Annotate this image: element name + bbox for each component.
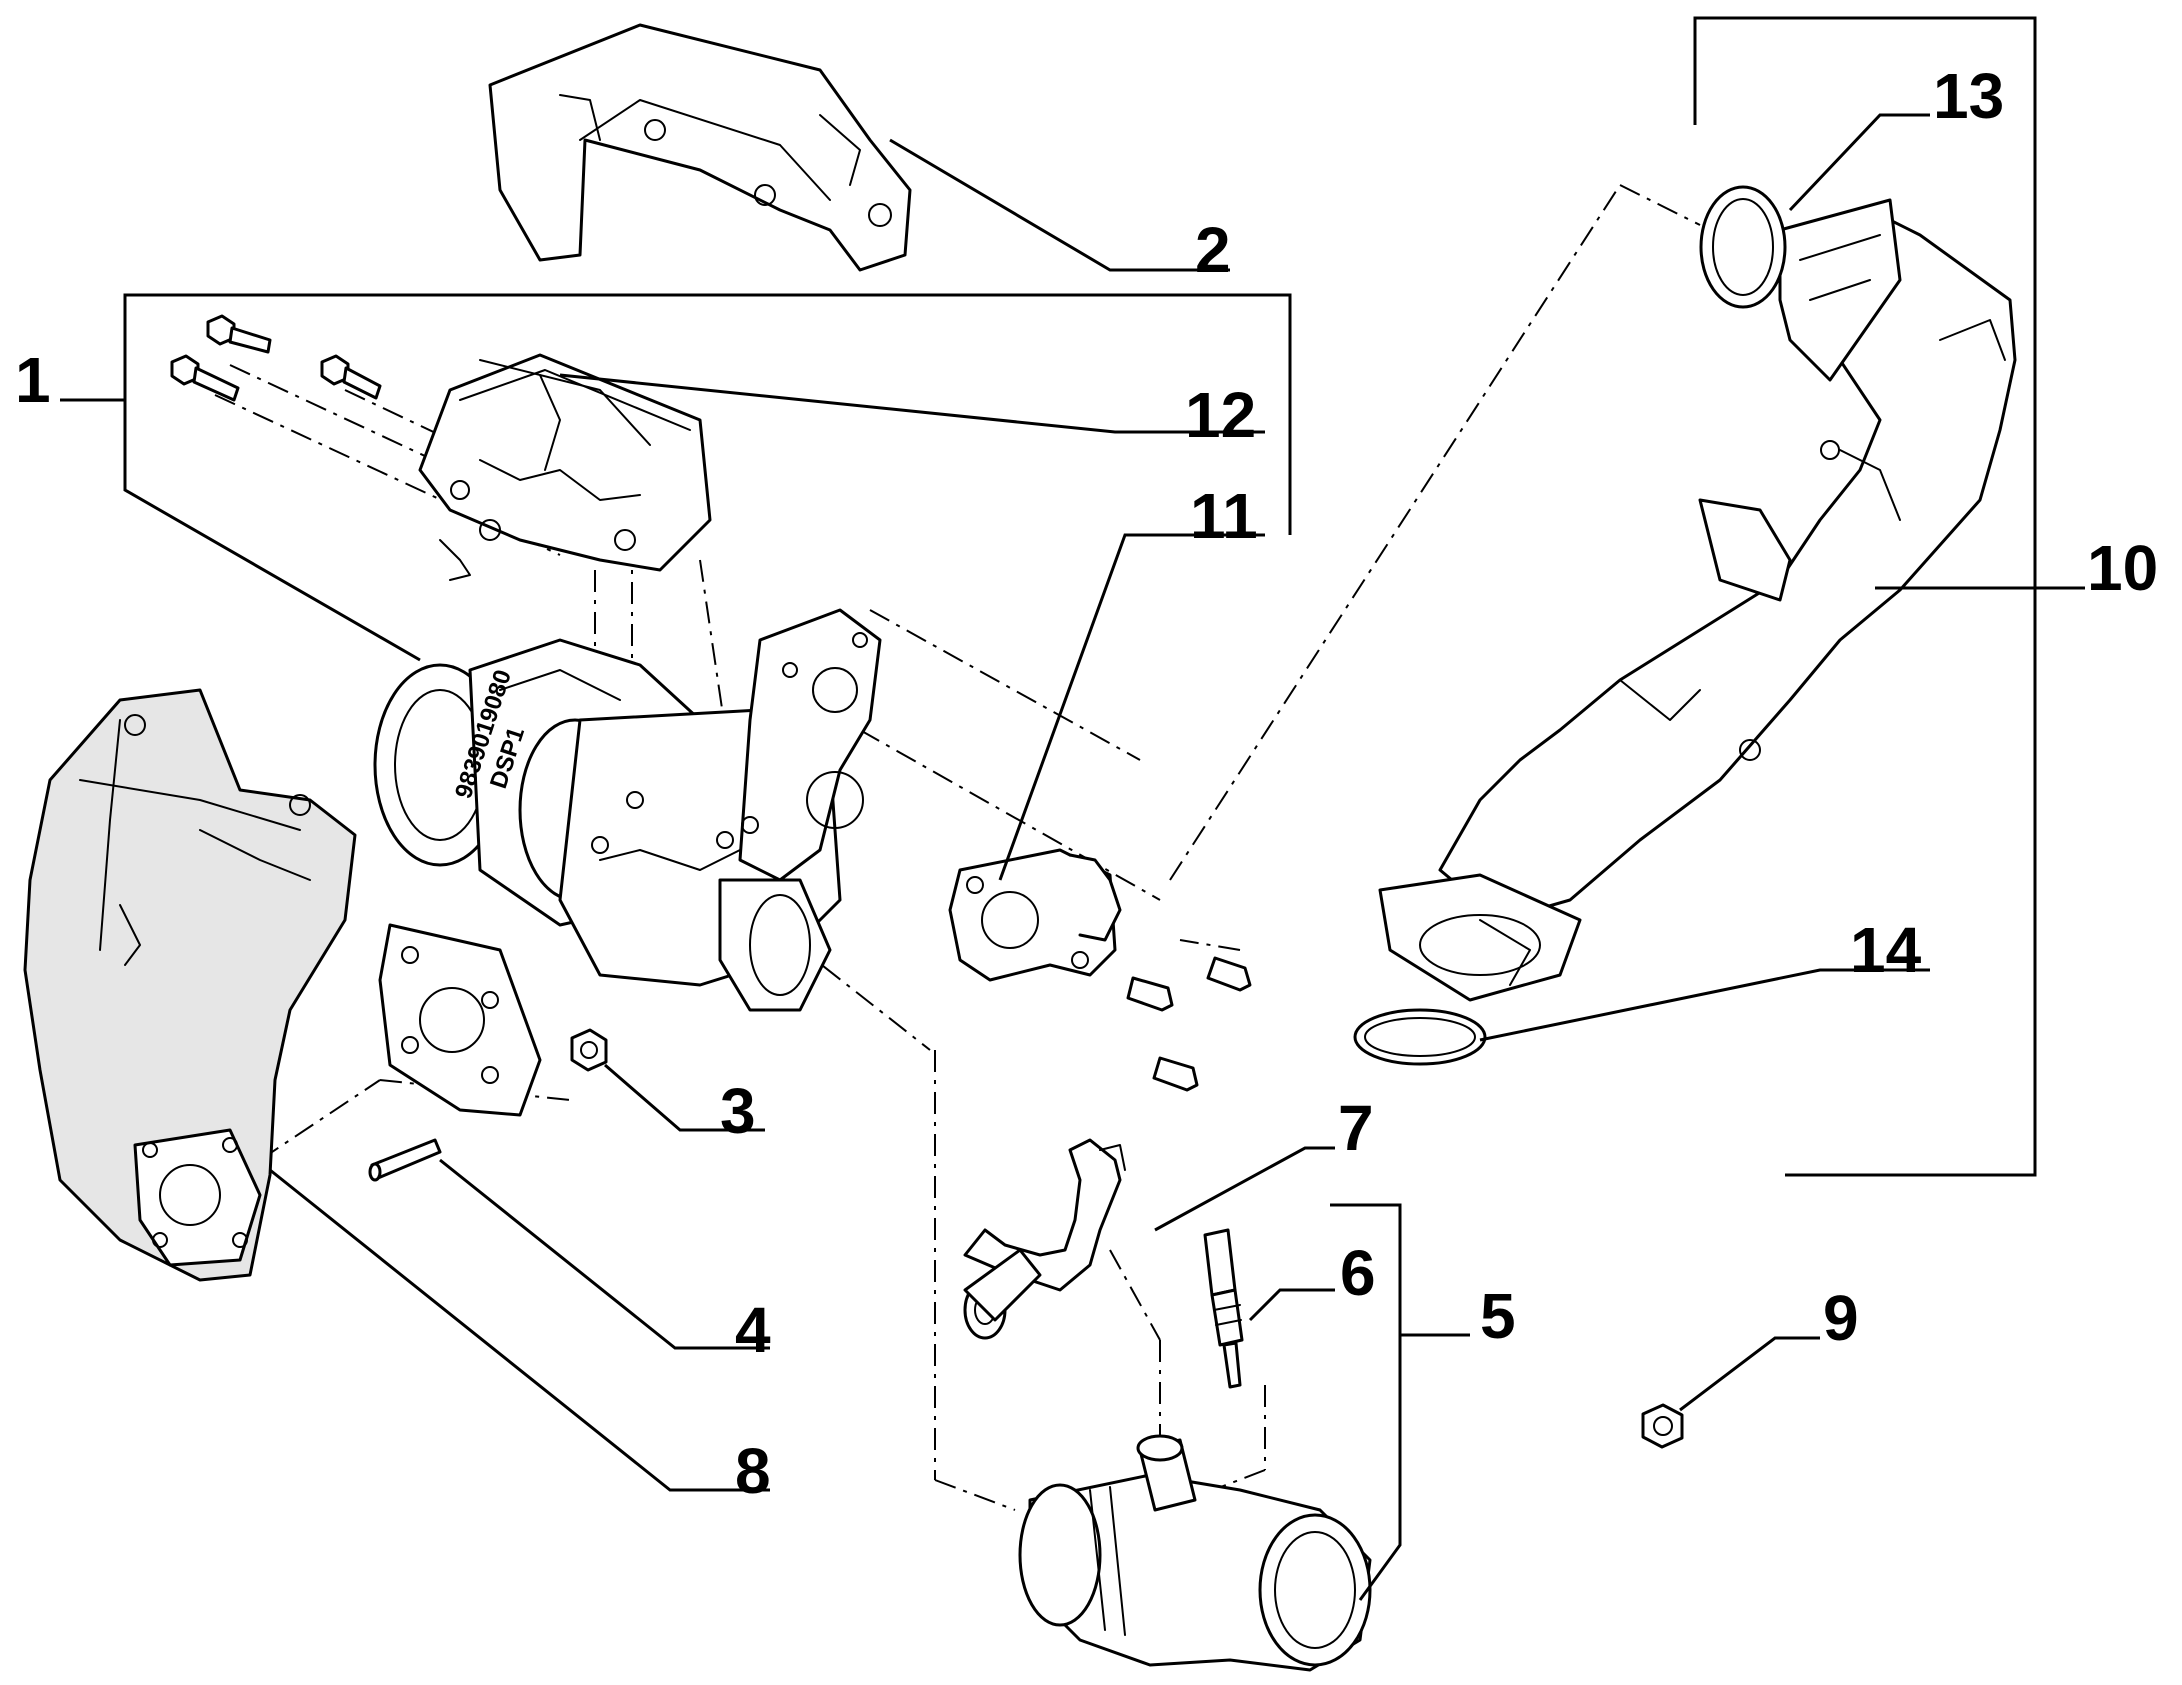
nut-9 <box>1641 1403 1684 1449</box>
actuator <box>418 353 712 581</box>
leaders <box>60 16 2085 1601</box>
callout-3: 3 <box>720 1075 756 1147</box>
callout-8: 8 <box>735 1435 771 1507</box>
screw-1 <box>1206 956 1252 992</box>
stud-4 <box>368 1138 442 1182</box>
callout-9: 9 <box>1823 1282 1859 1354</box>
screw-3 <box>1152 1056 1199 1092</box>
callout-2: 2 <box>1195 214 1231 286</box>
bolt-3 <box>320 354 382 400</box>
callout-14: 14 <box>1850 914 1922 986</box>
callout-10: 10 <box>2087 532 2158 604</box>
seal-ring-13 <box>1699 185 1787 309</box>
o-ring-14 <box>1353 1008 1487 1066</box>
callout-6: 6 <box>1340 1237 1376 1309</box>
callout-labels: 1 2 3 4 5 6 7 8 9 10 11 12 13 14 <box>15 60 2158 1507</box>
bolt-1 <box>206 314 272 354</box>
actuator-bolts <box>170 314 382 402</box>
intercooler-pipe-10 <box>1378 198 2017 1002</box>
callout-4: 4 <box>735 1294 771 1366</box>
callout-12: 12 <box>1185 379 1256 451</box>
heat-shield-lower <box>23 688 357 1282</box>
hose-7 <box>963 1138 1126 1340</box>
exhaust-flange <box>378 923 542 1117</box>
nut-3 <box>570 1028 608 1072</box>
callout-13: 13 <box>1933 60 2004 132</box>
heat-shield-upper <box>488 23 912 272</box>
bolt-2 <box>170 354 240 402</box>
callout-11: 11 <box>1190 480 1258 552</box>
turbocharger: 9839019080 DSP1 <box>373 608 882 1012</box>
screw-2 <box>1126 976 1174 1012</box>
callout-7: 7 <box>1338 1092 1374 1164</box>
sensor-6 <box>1203 1228 1244 1389</box>
valve-body <box>948 848 1122 982</box>
valve-screws <box>1126 956 1252 1092</box>
callout-1: 1 <box>15 344 51 416</box>
intake-pipe-5 <box>1018 1434 1372 1672</box>
callout-5: 5 <box>1480 1280 1516 1352</box>
